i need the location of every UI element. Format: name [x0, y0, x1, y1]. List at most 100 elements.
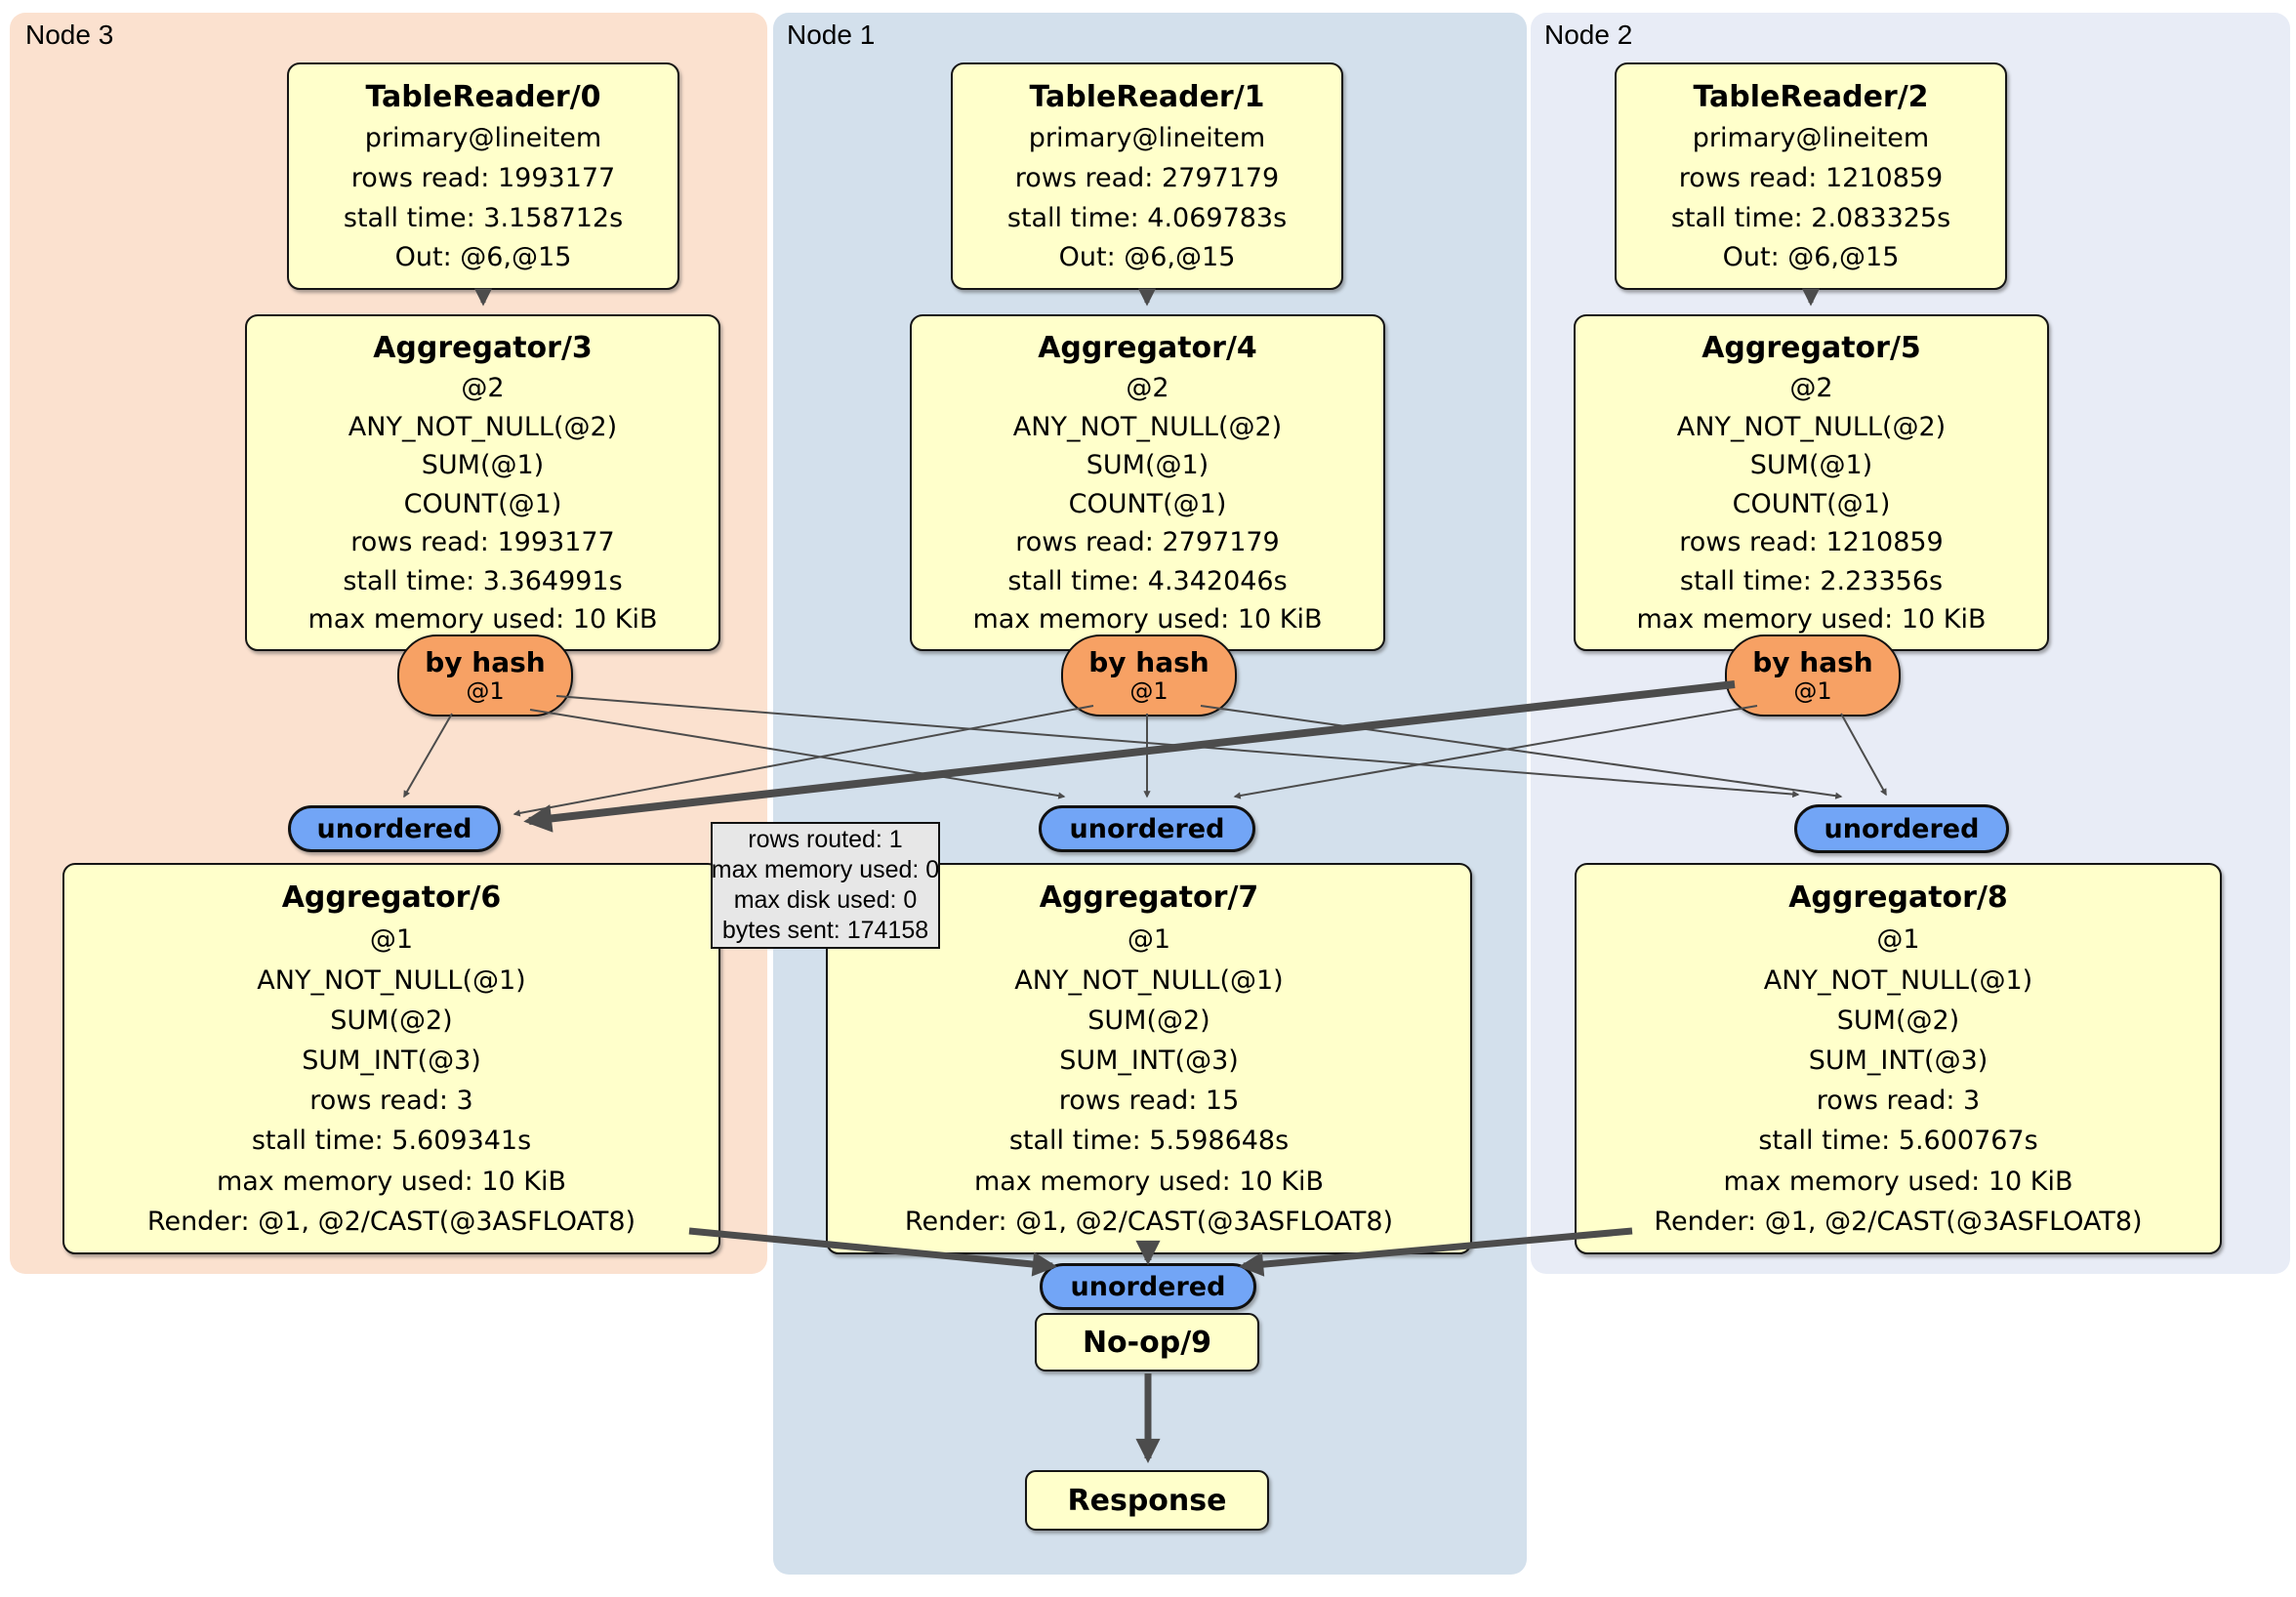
processor-detail: SUM(@1): [421, 450, 545, 481]
sync-label: unordered: [1069, 813, 1225, 844]
router-by-hash-node1[interactable]: by hash @1: [1061, 635, 1237, 717]
processor-detail: @1: [1127, 924, 1171, 956]
sync-label: unordered: [1824, 813, 1980, 844]
processor-detail: stall time: 3.364991s: [343, 565, 623, 596]
processor-detail: Out: @6,@15: [1722, 242, 1900, 273]
processor-detail: stall time: 5.598648s: [1008, 1126, 1290, 1157]
sync-unordered-node2[interactable]: unordered: [1794, 804, 2009, 853]
processor-detail: @2: [1789, 373, 1833, 404]
router-hash-column: @1: [466, 677, 505, 705]
region-label-node-1: Node 1: [787, 20, 876, 50]
processor-detail: @2: [1126, 373, 1169, 404]
processor-detail: rows read: 2797179: [1015, 527, 1280, 558]
sync-label: unordered: [316, 813, 472, 844]
processor-detail: stall time: 2.083325s: [1670, 202, 1951, 233]
processor-detail: @1: [1876, 924, 1920, 956]
sync-unordered-node1[interactable]: unordered: [1039, 805, 1255, 852]
processor-detail: SUM_INT(@3): [1059, 1044, 1239, 1076]
sync-unordered-final[interactable]: unordered: [1040, 1263, 1256, 1310]
processor-title: Aggregator/4: [1038, 330, 1257, 365]
processor-detail: stall time: 4.069783s: [1006, 202, 1288, 233]
router-by-hash-node2[interactable]: by hash @1: [1725, 635, 1901, 717]
processor-detail: Out: @6,@15: [1058, 242, 1236, 273]
processor-response[interactable]: Response: [1025, 1470, 1269, 1531]
processor-title: Aggregator/3: [373, 330, 593, 365]
processor-detail: rows read: 3: [309, 1085, 473, 1117]
processor-title: Aggregator/7: [1039, 880, 1259, 916]
processor-detail: max memory used: 10 KiB: [973, 1166, 1325, 1197]
processor-detail: SUM(@1): [1749, 450, 1873, 481]
processor-detail: SUM(@2): [1836, 1004, 1960, 1036]
processor-title: Aggregator/8: [1788, 880, 2008, 916]
processor-detail: primary@lineitem: [364, 123, 602, 154]
processor-detail: rows read: 1210859: [1679, 527, 1944, 558]
processor-detail: Render: @1, @2/CAST(@3ASFLOAT8): [904, 1206, 1394, 1237]
processor-detail: max memory used: 10 KiB: [216, 1166, 567, 1197]
processor-detail: rows read: 15: [1058, 1085, 1240, 1117]
processor-detail: rows read: 1993177: [350, 527, 615, 558]
processor-aggregator-8[interactable]: Aggregator/8 @1 ANY_NOT_NULL(@1) SUM(@2)…: [1575, 863, 2222, 1254]
processor-title: TableReader/2: [1693, 79, 1929, 114]
processor-detail: SUM_INT(@3): [1808, 1044, 1988, 1076]
processor-detail: primary@lineitem: [1692, 123, 1930, 154]
processor-detail: @1: [369, 924, 414, 956]
tooltip-rows-routed: rows routed: 1: [748, 826, 903, 853]
processor-detail: max memory used: 10 KiB: [308, 604, 658, 635]
processor-detail: SUM_INT(@3): [302, 1044, 481, 1076]
processor-detail: ANY_NOT_NULL(@1): [1014, 964, 1284, 996]
processor-detail: max memory used: 10 KiB: [1636, 604, 1987, 635]
region-label-node-3: Node 3: [25, 20, 114, 50]
processor-detail: COUNT(@1): [403, 488, 562, 519]
processor-detail: stall time: 2.23356s: [1679, 565, 1944, 596]
processor-aggregator-5[interactable]: Aggregator/5 @2 ANY_NOT_NULL(@2) SUM(@1)…: [1574, 314, 2049, 651]
processor-detail: max memory used: 10 KiB: [1723, 1166, 2073, 1197]
processor-detail: ANY_NOT_NULL(@2): [1012, 411, 1283, 442]
processor-title: No-op/9: [1082, 1325, 1212, 1360]
processor-detail: ANY_NOT_NULL(@1): [1763, 964, 2033, 996]
processor-detail: Out: @6,@15: [394, 242, 572, 273]
processor-detail: rows read: 2797179: [1014, 162, 1280, 193]
processor-title: Aggregator/6: [281, 880, 502, 916]
processor-detail: Render: @1, @2/CAST(@3ASFLOAT8): [1654, 1206, 2143, 1237]
processor-detail: @2: [461, 373, 505, 404]
processor-detail: primary@lineitem: [1028, 123, 1266, 154]
router-hash-column: @1: [1129, 677, 1168, 705]
processor-tablereader-1[interactable]: TableReader/1 primary@lineitem rows read…: [951, 62, 1343, 290]
router-hash-column: @1: [1793, 677, 1832, 705]
region-label-node-2: Node 2: [1544, 20, 1633, 50]
processor-detail: rows read: 1993177: [350, 162, 616, 193]
processor-title: Response: [1067, 1483, 1227, 1518]
processor-detail: SUM(@2): [330, 1004, 453, 1036]
processor-detail: COUNT(@1): [1732, 488, 1891, 519]
processor-aggregator-3[interactable]: Aggregator/3 @2 ANY_NOT_NULL(@2) SUM(@1)…: [245, 314, 720, 651]
processor-detail: stall time: 5.609341s: [251, 1126, 532, 1157]
processor-detail: ANY_NOT_NULL(@2): [1676, 411, 1947, 442]
router-by-hash-node3[interactable]: by hash @1: [397, 635, 573, 717]
processor-tablereader-0[interactable]: TableReader/0 primary@lineitem rows read…: [287, 62, 679, 290]
processor-noop-9[interactable]: No-op/9: [1035, 1313, 1259, 1372]
processor-title: Aggregator/5: [1702, 330, 1921, 365]
processor-detail: COUNT(@1): [1068, 488, 1227, 519]
processor-detail: stall time: 4.342046s: [1007, 565, 1288, 596]
processor-detail: max memory used: 10 KiB: [972, 604, 1323, 635]
processor-aggregator-7[interactable]: Aggregator/7 @1 ANY_NOT_NULL(@1) SUM(@2)…: [826, 863, 1472, 1254]
processor-detail: SUM(@1): [1086, 450, 1210, 481]
processor-detail: ANY_NOT_NULL(@2): [348, 411, 618, 442]
processor-detail: SUM(@2): [1087, 1004, 1210, 1036]
processor-aggregator-6[interactable]: Aggregator/6 @1 ANY_NOT_NULL(@1) SUM(@2)…: [62, 863, 720, 1254]
processor-detail: stall time: 5.600767s: [1758, 1126, 2038, 1157]
sync-unordered-node3[interactable]: unordered: [288, 805, 501, 852]
stream-stats-tooltip: rows routed: 1 max memory used: 0 max di…: [711, 822, 940, 949]
processor-detail: rows read: 3: [1816, 1085, 1981, 1117]
tooltip-max-memory: max memory used: 0: [711, 856, 940, 883]
processor-tablereader-2[interactable]: TableReader/2 primary@lineitem rows read…: [1615, 62, 2007, 290]
processor-title: TableReader/0: [365, 79, 601, 114]
processor-detail: Render: @1, @2/CAST(@3ASFLOAT8): [146, 1206, 636, 1237]
tooltip-bytes-sent: bytes sent: 174158: [721, 917, 929, 944]
router-label: by hash: [1752, 646, 1873, 678]
router-label: by hash: [425, 646, 546, 678]
sync-label: unordered: [1070, 1271, 1226, 1302]
processor-aggregator-4[interactable]: Aggregator/4 @2 ANY_NOT_NULL(@2) SUM(@1)…: [910, 314, 1385, 651]
processor-detail: rows read: 1210859: [1678, 162, 1944, 193]
